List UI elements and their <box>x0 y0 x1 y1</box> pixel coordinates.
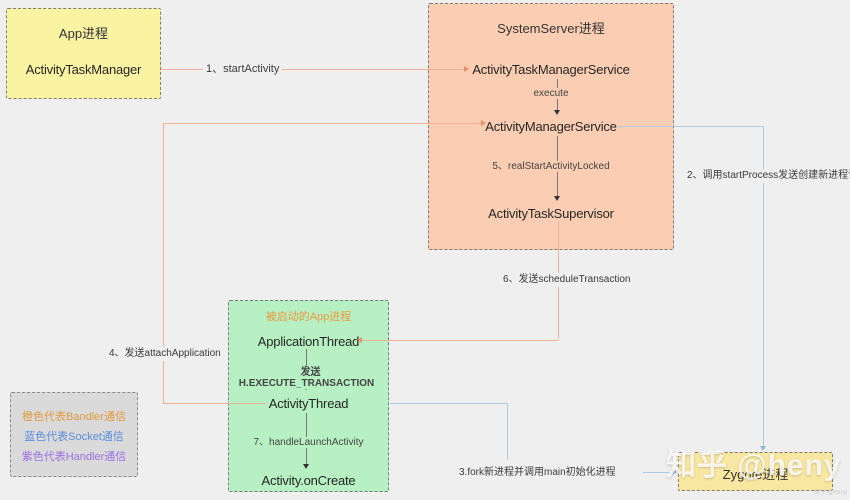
arrowhead-step2 <box>760 446 766 451</box>
node-application-thread: ApplicationThread <box>257 334 360 349</box>
flow-line-step4-vertical <box>163 123 164 403</box>
arrowhead-execute <box>553 110 560 115</box>
legend-socket-blue: 蓝色代表Socket通信 <box>24 431 124 443</box>
flow-label-step2: 2、调用startProcess发送创建新进程请求 <box>684 169 850 183</box>
node-activity-task-manager: ActivityTaskManager <box>25 62 142 77</box>
legend-handler-purple: 紫色代表Handler通信 <box>21 451 127 463</box>
started-app-process-box: 被启动的App进程 ApplicationThread 发送H.EXECUTE_… <box>228 300 389 492</box>
flow-line-step3-vertical <box>507 403 508 460</box>
node-activity-oncreate: Activity.onCreate <box>261 473 356 488</box>
flow-label-step1: 1、startActivity <box>203 62 283 76</box>
flow-line-step3-horizontal <box>390 403 507 404</box>
arrowhead-handle-launch-activity <box>302 464 309 469</box>
arrowhead-step1 <box>464 65 469 72</box>
flow-line-step4-top <box>163 123 481 124</box>
system-server-process-box: SystemServer进程 ActivityTaskManagerServic… <box>428 3 674 250</box>
arrowhead-step4 <box>481 119 486 126</box>
edge-label-execute: execute <box>429 88 673 99</box>
node-activity-task-supervisor: ActivityTaskSupervisor <box>488 206 614 221</box>
arrowhead-step6 <box>357 336 362 343</box>
arrowhead-real-start-activity <box>553 196 560 201</box>
app-process-title: App进程 <box>58 26 109 41</box>
flow-line-step6-horizontal <box>362 340 558 341</box>
flow-line-step2-vertical <box>763 126 764 446</box>
node-activity-thread: ActivityThread <box>268 396 349 411</box>
flow-label-step6: 6、发送scheduleTransaction <box>500 273 634 287</box>
node-activity-manager-service: ActivityManagerService <box>485 119 617 134</box>
zygote-process-box: Zygote进程 <box>678 452 833 491</box>
app-process-box: App进程 ActivityTaskManager <box>6 8 161 99</box>
flow-line-step4-bottom <box>163 403 266 404</box>
zygote-title: Zygote进程 <box>722 467 789 482</box>
flow-label-step3: 3.fork新进程并调用main初始化进程 <box>456 466 619 480</box>
flow-line-step3-to-zygote <box>643 472 675 473</box>
arrowhead-step3 <box>672 468 677 475</box>
flow-line-step1 <box>161 69 464 70</box>
node-activity-task-manager-service: ActivityTaskManagerService <box>472 62 630 77</box>
zhihu-corner-watermark: 知乎 @heny <box>814 490 847 496</box>
flow-line-step2-horizontal <box>617 126 763 127</box>
started-app-process-title: 被启动的App进程 <box>265 311 352 323</box>
edge-label-execute-transaction: 发送H.EXECUTE_TRANSACTION <box>229 363 388 389</box>
legend-binder-orange: 橙色代表Bandler通信 <box>22 411 126 423</box>
system-server-title: SystemServer进程 <box>497 21 605 36</box>
edge-label-real-start-activity: 5、realStartActivityLocked <box>429 157 673 172</box>
edge-label-handle-launch-activity: 7、handleLaunchActivity <box>229 433 388 448</box>
legend-box: 橙色代表Bandler通信 蓝色代表Socket通信 紫色代表Handler通信 <box>10 392 138 477</box>
flow-label-step4: 4、发送attachApplication <box>106 347 224 361</box>
